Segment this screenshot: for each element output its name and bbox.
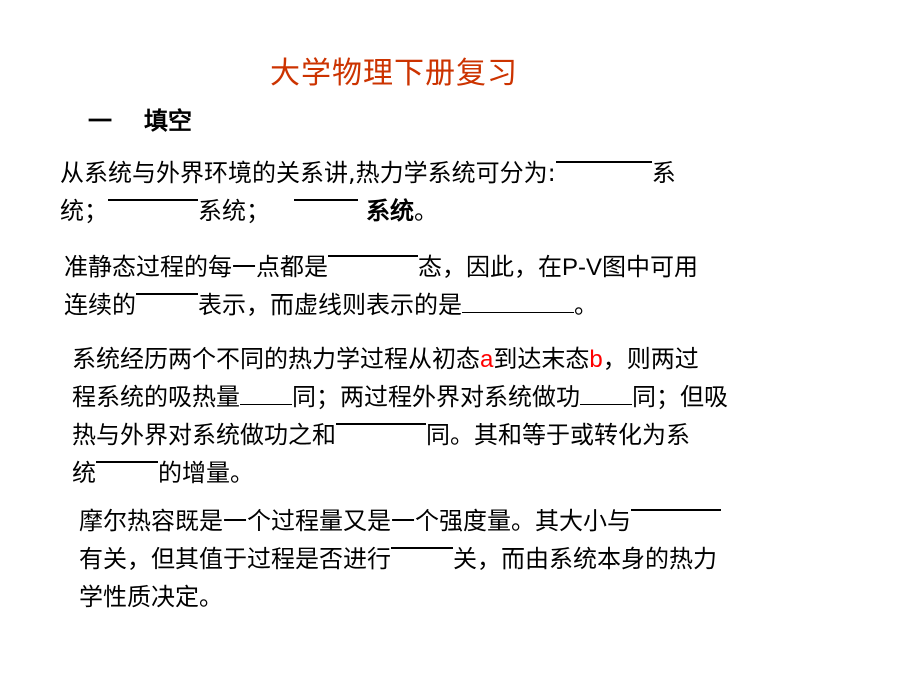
text-segment: 同；两过程外界对系统做功 [292, 383, 580, 411]
question-2: 准静态过程的每一点都是 态，因此，在P-V图中可用 连续的 表示，而虚线则表示的是 。 [64, 248, 698, 324]
text-segment: 系统； [198, 197, 270, 225]
question-3-line-1: 系统经历两个不同的热力学过程从初态a到达末态b，则两过 [72, 340, 728, 378]
text-segment: 。 [574, 291, 598, 319]
text-segment: 学性质决定。 [79, 583, 223, 611]
question-1: 从系统与外界环境的关系讲,热力学系统可分为: 系 统； 系统； 系统。 [60, 154, 676, 230]
question-4: 摩尔热容既是一个过程量又是一个强度量。其大小与 有关，但其值于过程是否进行 关，而… [79, 502, 721, 616]
fill-blank [328, 255, 418, 257]
text-segment: 程系统的吸热量 [72, 383, 240, 411]
fill-blank [336, 423, 426, 425]
fill-blank [294, 199, 358, 201]
text-segment: 系 [651, 159, 676, 187]
question-2-line-2: 连续的 表示，而虚线则表示的是 。 [64, 286, 698, 324]
text-segment: 摩尔热容既是一个过程量又是一个强度量。其大小与 [79, 507, 631, 535]
slide-title: 大学物理下册复习 [270, 56, 518, 91]
text-segment: 连续的 [64, 291, 136, 319]
section-number: 一 [88, 107, 112, 135]
text-segment: 到达末态 [493, 345, 590, 373]
text-segment: 的增量。 [158, 459, 254, 487]
text-segment: 热与外界对系统做功之和 [72, 421, 336, 449]
text-segment: ，则两过 [602, 345, 699, 373]
text-segment: 有关，但其值于过程是否进行 [79, 545, 391, 573]
text-segment: 同；但吸 [632, 383, 728, 411]
fill-blank [136, 293, 198, 295]
fill-blank-underline [240, 382, 292, 405]
question-1-line-1: 从系统与外界环境的关系讲,热力学系统可分为: 系 [60, 154, 676, 192]
fill-blank [391, 547, 453, 549]
question-1-line-2: 统； 系统； 系统。 [60, 192, 676, 230]
text-segment: 表示，而虚线则表示的是 [198, 291, 462, 319]
question-4-line-3: 学性质决定。 [79, 578, 721, 616]
text-segment: 统； [60, 197, 108, 225]
question-2-line-1: 准静态过程的每一点都是 态，因此，在P-V图中可用 [64, 248, 698, 286]
question-3-line-4: 统 的增量。 [72, 454, 728, 492]
state-a-label: a [480, 346, 494, 373]
text-segment: 同。其和等于或转化为系 [426, 421, 690, 449]
text-segment: 系统经历两个不同的热力学过程从初态 [72, 345, 480, 373]
fill-blank-underline [580, 382, 632, 405]
text-segment: 图中可用 [602, 253, 699, 281]
fill-blank [631, 509, 721, 511]
text-segment: 从系统与外界环境的关系讲,热力学系统可分为: [60, 159, 556, 187]
text-segment: 准静态过程的每一点都是 [64, 253, 328, 281]
question-3-line-2: 程系统的吸热量 同；两过程外界对系统做功 同；但吸 [72, 378, 728, 416]
pv-label: P-V [562, 254, 603, 281]
question-3: 系统经历两个不同的热力学过程从初态a到达末态b，则两过 程系统的吸热量 同；两过程… [72, 340, 728, 492]
fill-blank-underline [462, 290, 574, 313]
text-segment: 统 [72, 459, 96, 487]
text-segment: 态，因此，在 [418, 253, 562, 281]
text-segment: 。 [414, 197, 438, 225]
state-b-label: b [589, 346, 603, 373]
bold-text-segment: 系统 [366, 197, 414, 225]
question-4-line-1: 摩尔热容既是一个过程量又是一个强度量。其大小与 [79, 502, 721, 540]
question-3-line-3: 热与外界对系统做功之和 同。其和等于或转化为系 [72, 416, 728, 454]
section-heading: 一 填空 [88, 104, 192, 138]
text-segment: 关，而由系统本身的热力 [453, 545, 717, 573]
fill-blank [108, 199, 198, 201]
question-4-line-2: 有关，但其值于过程是否进行 关，而由系统本身的热力 [79, 540, 721, 578]
fill-blank [555, 161, 652, 163]
section-label: 填空 [144, 107, 192, 135]
fill-blank [96, 461, 158, 463]
